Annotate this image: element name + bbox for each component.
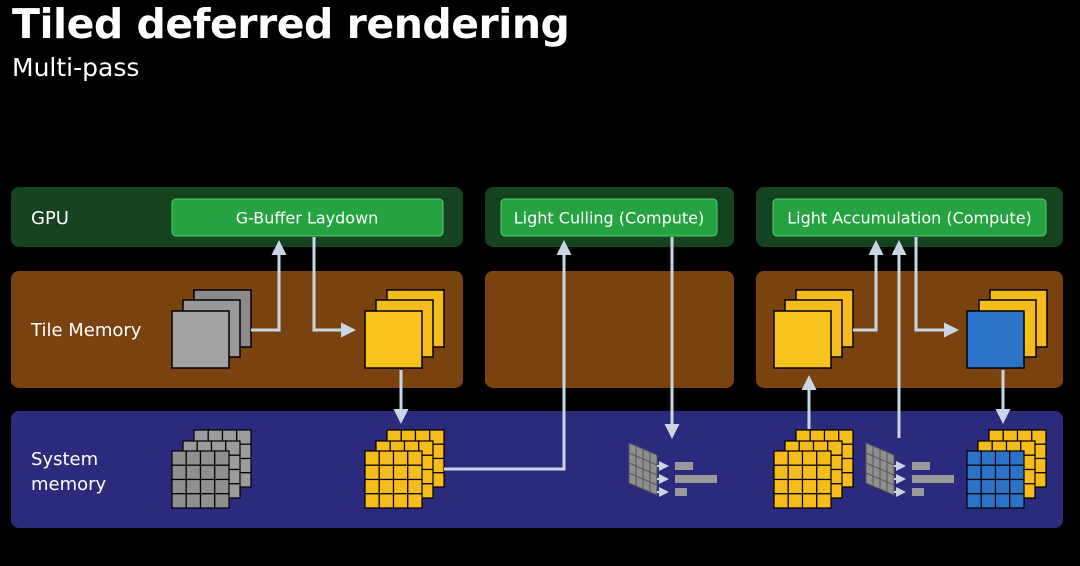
arrow-grid-to-culling (444, 240, 572, 471)
blue-grid-stack (966, 429, 1047, 509)
yellow-tile-stack-1 (364, 289, 445, 369)
row-label-tile-memory: Tile Memory (30, 320, 142, 341)
arrow-tile-yellow-to-accum (853, 240, 884, 332)
arrow-gbuffer-to-yellow (312, 237, 356, 338)
pass-accumulation-box (772, 198, 1047, 237)
pass-culling-label: Light Culling (Compute) (514, 209, 705, 228)
gray-grid-stack (171, 429, 252, 509)
yellow-grid-stack-2 (773, 429, 854, 509)
slide-title: Tiled deferred rendering (12, 0, 570, 48)
tile-memory-row (11, 271, 1063, 388)
arrows (251, 237, 1011, 471)
slide-subtitle: Multi-pass (12, 53, 140, 82)
row-label-system-memory-2: memory (31, 474, 107, 495)
system-memory-grids (171, 429, 1047, 509)
light-list-icon-1 (628, 442, 717, 496)
pass-gbuffer-label: G-Buffer Laydown (236, 209, 379, 228)
light-list-icon-2 (865, 442, 954, 496)
row-label-system-memory-1: System (31, 449, 98, 470)
arrow-accum-to-blue (914, 237, 959, 338)
pass-gbuffer-box (171, 198, 444, 237)
list-arrows (657, 461, 906, 497)
arrow-gray-to-gbuffer (251, 240, 287, 332)
pass-culling-box (500, 198, 718, 237)
tile-band-2 (485, 271, 734, 388)
pass-accumulation-label: Light Accumulation (Compute) (787, 209, 1032, 228)
gray-tile-stack (171, 289, 252, 369)
yellow-tile-stack-2 (773, 289, 854, 369)
blue-tile-stack (966, 289, 1048, 369)
yellow-grid-stack-1 (364, 429, 445, 509)
row-label-gpu: GPU (31, 208, 69, 229)
